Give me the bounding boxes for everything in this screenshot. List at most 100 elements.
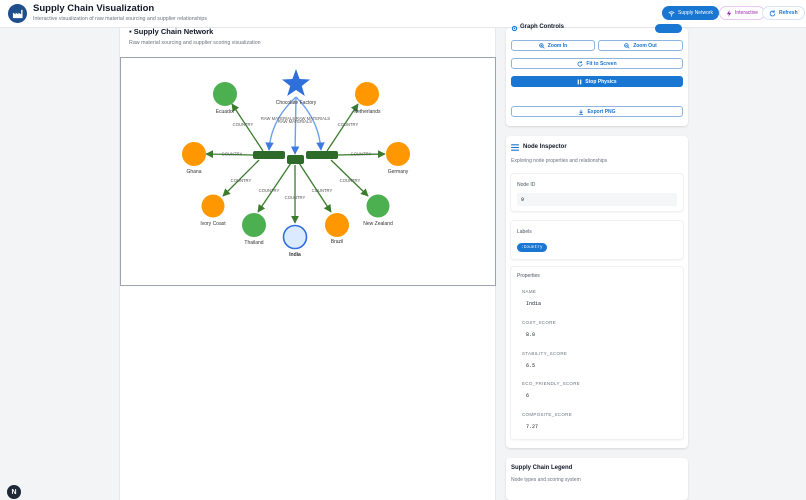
- network-graph-svg[interactable]: COUNTRY COUNTRY COUNTRY COUNTRY COUNTRY …: [121, 58, 495, 285]
- network-graph-canvas[interactable]: COUNTRY COUNTRY COUNTRY COUNTRY COUNTRY …: [120, 57, 496, 286]
- pause-icon: [577, 79, 582, 84]
- stop-physics-label: Stop Physics: [585, 78, 617, 85]
- country-node-thailand[interactable]: [242, 213, 266, 237]
- bullet-icon: ▪: [129, 27, 134, 36]
- property-key: STABILITY_SCORE: [522, 351, 568, 356]
- property-value: 8.0: [526, 332, 536, 338]
- app-header: Supply Chain Visualization Interactive v…: [0, 0, 806, 28]
- refresh-icon: [769, 9, 776, 16]
- edge-label: COUNTRY: [338, 122, 359, 127]
- property-value: India: [526, 301, 542, 307]
- interactive-button[interactable]: Interactive: [719, 6, 766, 20]
- graph-edge: [257, 162, 292, 213]
- node-id-section: Node ID 9: [511, 174, 683, 211]
- node-label: Germany: [388, 169, 409, 175]
- graph-edge: [295, 96, 325, 151]
- edge-label: COUNTRY: [259, 188, 280, 193]
- hub-node[interactable]: [287, 155, 304, 164]
- labels-label: Labels: [517, 229, 532, 235]
- property-key: ECO_FRIENDLY_SCORE: [522, 381, 581, 386]
- node-label: Netherlands: [354, 109, 381, 115]
- legend-card: Supply Chain Legend Node types and scori…: [506, 458, 688, 500]
- zoom-in-button[interactable]: Zoom In: [511, 40, 595, 51]
- node-inspector-title: Node Inspector: [523, 144, 567, 150]
- graph-edge: [231, 103, 264, 152]
- node-inspector-card: Node Inspector Exploring node properties…: [506, 136, 688, 448]
- fit-to-screen-button[interactable]: Fit to Screen: [511, 58, 683, 69]
- graph-edge: [290, 96, 300, 155]
- graph-edge: [222, 159, 260, 197]
- network-title: ▪ Supply Chain Network: [129, 27, 213, 36]
- property-key: NAME: [522, 289, 537, 294]
- graph-edge: [330, 159, 369, 197]
- node-label: Chocolate Factory: [276, 100, 317, 106]
- country-node-ghana[interactable]: [182, 142, 206, 166]
- properties-label: Properties: [517, 273, 540, 279]
- zoom-out-label: Zoom Out: [633, 42, 657, 49]
- edge-label: RAW MATERIALS: [296, 116, 330, 121]
- country-node-netherlands[interactable]: [355, 82, 379, 106]
- edge-label: RAW MATERIALS: [278, 119, 312, 124]
- status-badge: [655, 24, 682, 33]
- zoom-in-icon: [538, 42, 545, 49]
- factory-logo-icon: [8, 4, 27, 23]
- node-label: Thailand: [244, 240, 263, 246]
- country-node-new-zealand[interactable]: [366, 194, 390, 218]
- fit-to-screen-label: Fit to Screen: [586, 60, 617, 67]
- node-label: Ivory Coast: [200, 221, 226, 227]
- country-node-germany[interactable]: [386, 142, 410, 166]
- edge-label: COUNTRY: [285, 195, 306, 200]
- dev-tools-badge[interactable]: N: [7, 485, 21, 499]
- wifi-icon: [668, 10, 675, 17]
- node-label: Ecuador: [216, 109, 235, 115]
- graph-edge: [265, 96, 297, 151]
- refresh-label: Refresh: [779, 10, 798, 16]
- fit-screen-icon: [577, 60, 583, 66]
- export-png-label: Export PNG: [587, 108, 616, 115]
- bolt-icon: [726, 9, 732, 17]
- node-label: Brazil: [331, 239, 344, 245]
- factory-star-node[interactable]: [282, 69, 310, 96]
- property-value: 6: [526, 393, 530, 399]
- node-id-value: 9: [517, 193, 677, 206]
- node-label-selected: India: [289, 252, 301, 258]
- stop-physics-button[interactable]: Stop Physics: [511, 76, 683, 87]
- edge-label: RAW MATERIALS: [261, 116, 295, 121]
- list-icon: [511, 144, 519, 151]
- supply-network-label: Supply Network: [678, 10, 714, 16]
- country-node-india[interactable]: [282, 224, 308, 250]
- graph-edge: [205, 150, 254, 159]
- refresh-button[interactable]: Refresh: [762, 6, 805, 20]
- edge-label: COUNTRY: [312, 188, 333, 193]
- labels-section: Labels :Country: [511, 221, 683, 259]
- country-node-brazil[interactable]: [325, 213, 349, 237]
- graph-controls-card: Graph Controls Zoom In Zoom Out Fit to S…: [506, 24, 688, 126]
- network-title-text: Supply Chain Network: [133, 27, 214, 36]
- country-node-ivory-coast[interactable]: [201, 194, 225, 218]
- legend-title: Supply Chain Legend: [511, 465, 573, 471]
- download-icon: [579, 109, 584, 115]
- edge-label: COUNTRY: [231, 178, 252, 183]
- label-chip[interactable]: :Country: [517, 243, 547, 252]
- edge-label: COUNTRY: [340, 178, 361, 183]
- supply-network-button[interactable]: Supply Network: [662, 6, 720, 20]
- country-node-ecuador[interactable]: [213, 82, 237, 106]
- export-png-button[interactable]: Export PNG: [511, 106, 683, 117]
- legend-subtitle: Node types and scoring system: [511, 477, 581, 483]
- node-label: Ghana: [186, 169, 201, 175]
- property-key: COST_SCORE: [522, 320, 557, 325]
- edge-label: COUNTRY: [233, 122, 254, 127]
- graph-edge: [336, 150, 386, 159]
- property-value: 6.5: [526, 363, 536, 369]
- hub-node[interactable]: [253, 151, 285, 159]
- interactive-label: Interactive: [735, 10, 759, 16]
- network-panel: ▪ Supply Chain Network Raw material sour…: [119, 27, 496, 500]
- hub-node[interactable]: [306, 151, 338, 159]
- app-title: Supply Chain Visualization: [33, 3, 155, 14]
- graph-controls-title: Graph Controls: [520, 24, 565, 30]
- app-subtitle: Interactive visualization of raw materia…: [33, 15, 208, 22]
- graph-edge: [298, 162, 332, 213]
- zoom-in-label: Zoom In: [547, 42, 568, 49]
- zoom-out-icon: [624, 42, 630, 49]
- zoom-out-button[interactable]: Zoom Out: [598, 40, 683, 51]
